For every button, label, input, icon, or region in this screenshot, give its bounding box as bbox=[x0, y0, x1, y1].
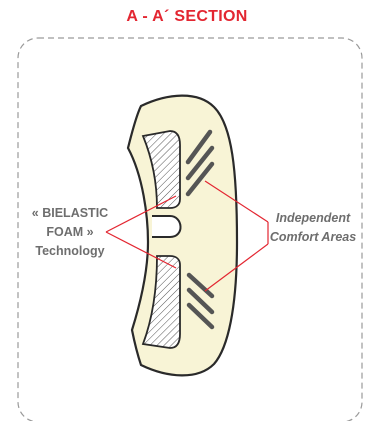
center-cutout bbox=[152, 215, 182, 238]
upper-groove-lines bbox=[185, 129, 215, 197]
dashed-frame bbox=[17, 37, 363, 421]
right-leader-lines bbox=[204, 180, 269, 292]
comfort-areas-label-line1: Independent bbox=[275, 211, 351, 225]
foam-block-lower bbox=[141, 255, 181, 349]
lower-groove-lines bbox=[186, 272, 215, 330]
bielastic-foam-label-line1: « BIELASTIC bbox=[31, 206, 109, 220]
comfort-areas-label: Independent Comfort Areas bbox=[254, 209, 372, 247]
bielastic-foam-label-line3: Technology bbox=[35, 244, 105, 258]
left-leader-lines bbox=[105, 195, 177, 269]
bielastic-foam-label-line2: FOAM » bbox=[46, 225, 94, 239]
comfort-areas-label-line2: Comfort Areas bbox=[269, 230, 357, 244]
bielastic-foam-label: « BIELASTIC FOAM » Technology bbox=[10, 204, 130, 261]
section-title: A - A´ SECTION bbox=[126, 8, 248, 25]
foam-block-upper bbox=[141, 130, 181, 209]
